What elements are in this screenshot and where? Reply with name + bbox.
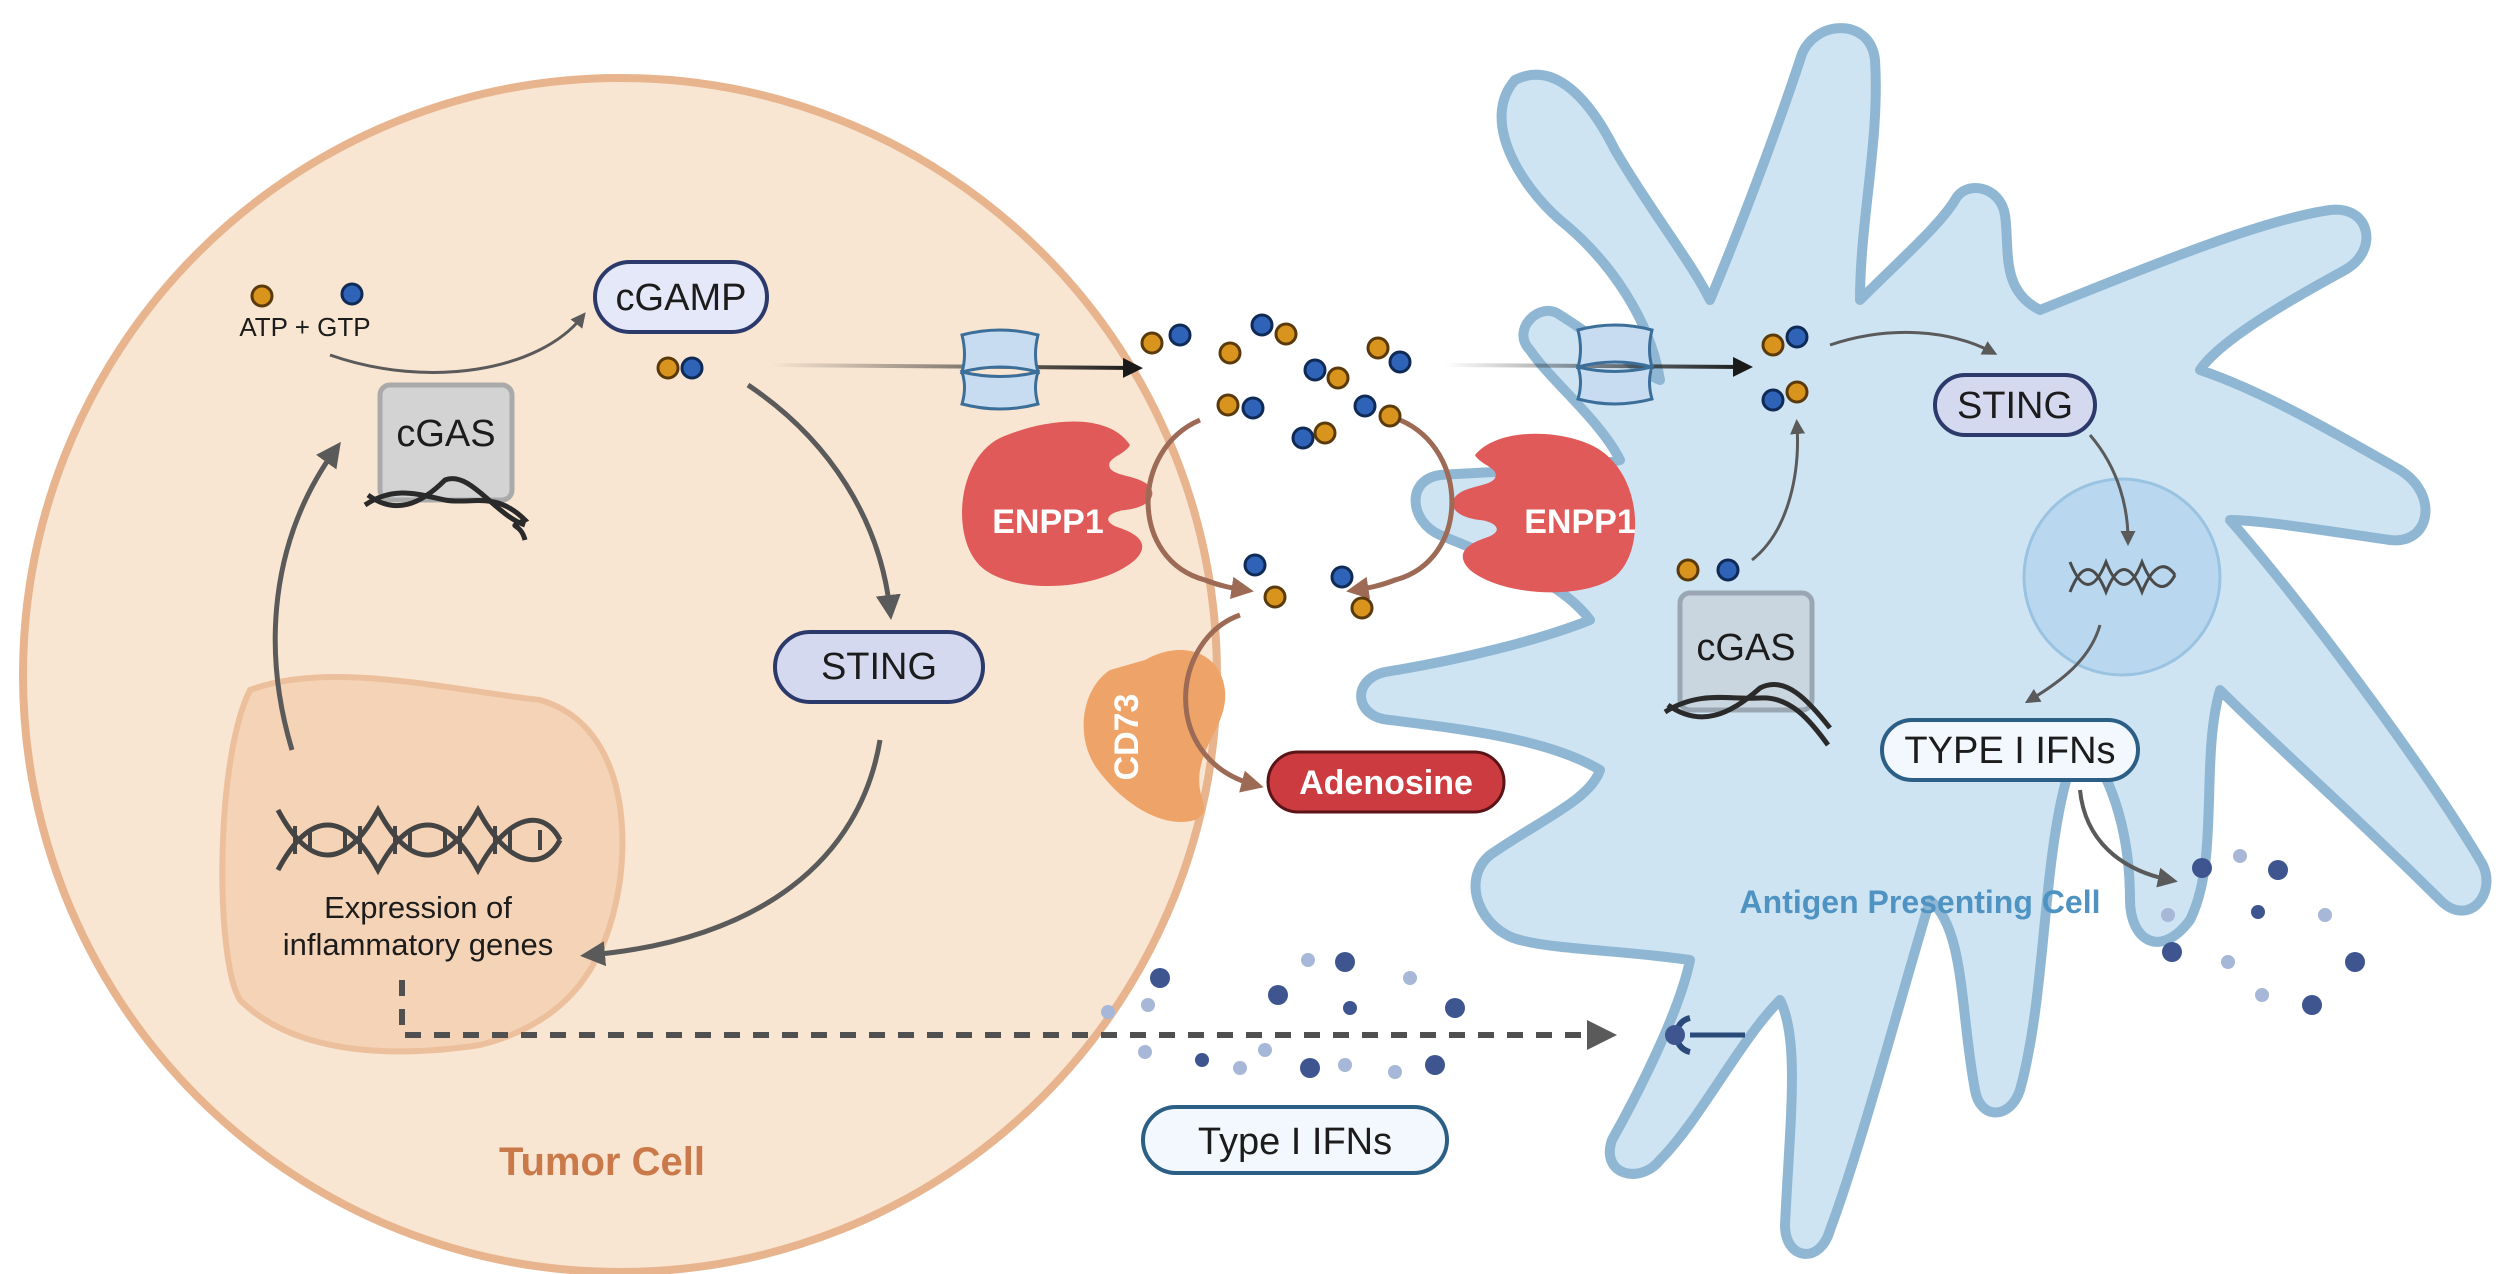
- tumor-membrane-channel: [959, 328, 1041, 411]
- extracellular-cgamp-dots: [1140, 313, 1412, 620]
- apc-membrane-channel: [1575, 323, 1655, 406]
- dna-helix-icon: [275, 804, 563, 876]
- atp-gtp-label: ATP + GTP: [239, 312, 370, 342]
- tumor-cell-body: [19, 74, 1221, 1274]
- apc-secreted-ifn-dots: [2161, 849, 2365, 1015]
- type1-ifns-label: Type I IFNs: [1198, 1121, 1392, 1163]
- cd73-label: CD73: [1108, 694, 1146, 781]
- cgamp-dot-gtp: [680, 356, 704, 380]
- cd73-to-adenosine-arrow: [1183, 612, 1264, 793]
- apc-nucleus-dna-icon: [2068, 557, 2177, 597]
- apc-nucleus: [2022, 477, 2222, 677]
- apc-sting-to-nucleus-arrow: [2088, 434, 2136, 546]
- tumor-sting-label: STING: [821, 646, 937, 688]
- adenosine-pill: [1266, 750, 1506, 814]
- apc-sting-pill: [1933, 373, 2097, 437]
- enpp1-right-label: ENPP1: [1524, 503, 1636, 541]
- expression-label-line2: inflammatory genes: [283, 927, 554, 962]
- apc-cgamp-dots: [1676, 325, 1809, 582]
- cgamp-export-arrow: [769, 357, 1143, 378]
- expression-label-line1: Expression of: [324, 890, 512, 925]
- cgamp-to-sting-arrow: [746, 382, 901, 620]
- apc-cgas-box: [1677, 590, 1815, 713]
- antigen-presenting-cell-body: [1356, 23, 2492, 1259]
- apc-nucleus-to-ifns-arrow: [2024, 624, 2102, 704]
- apc-cgas-label: cGAS: [1696, 627, 1795, 669]
- tumor-secreted-ifn-dots: [1101, 952, 1465, 1079]
- type1-ifns-pill: [1141, 1105, 1449, 1175]
- genes-to-cgas-arrow: [272, 441, 341, 751]
- tumor-dna-strand-icon: [363, 476, 530, 541]
- cgamp-label: cGAMP: [616, 277, 747, 319]
- sting-to-genes-arrow: [580, 739, 883, 967]
- apc-cgamp-to-sting-arrow: [1829, 330, 1998, 355]
- gtp-dot: [340, 282, 364, 306]
- adenosine-label: Adenosine: [1299, 764, 1473, 802]
- apc-type1-ifns-label: TYPE I IFNs: [1904, 730, 2115, 772]
- cd73-enzyme: [1083, 650, 1226, 822]
- apc-ifns-secretion-arrow: [2078, 789, 2178, 888]
- cgamp-dot-atp: [656, 356, 680, 380]
- apc-import-arrow: [1444, 356, 1753, 377]
- cgamp-pill: [593, 260, 769, 334]
- enpp1-right-loop-arrow: [1346, 417, 1455, 600]
- apc-dna-strand-icon: [1663, 681, 1832, 747]
- enpp1-right-enzyme: [1452, 433, 1636, 593]
- enpp1-left-enzyme: [962, 421, 1153, 587]
- atp-to-cgamp-arrow: [329, 312, 586, 374]
- ifn-receptor-icon: [1665, 1015, 1745, 1055]
- enpp1-left-loop-arrow: [1145, 417, 1254, 600]
- enpp1-left-label: ENPP1: [992, 503, 1104, 541]
- tumor-ifn-secretion-dashed-arrow: [399, 980, 1617, 1050]
- apc-type1-ifns-pill: [1880, 718, 2140, 782]
- tumor-nucleus: [219, 674, 626, 1055]
- tumor-sting-pill: [773, 630, 985, 704]
- tumor-cell-title: Tumor Cell: [499, 1140, 705, 1184]
- tumor-cgas-label: cGAS: [396, 413, 495, 455]
- atp-dot: [250, 284, 274, 308]
- apc-cgas-to-cgamp-arrow: [1751, 419, 1806, 562]
- apc-title: Antigen Presenting Cell: [1740, 884, 2101, 920]
- apc-sting-label: STING: [1957, 385, 2073, 427]
